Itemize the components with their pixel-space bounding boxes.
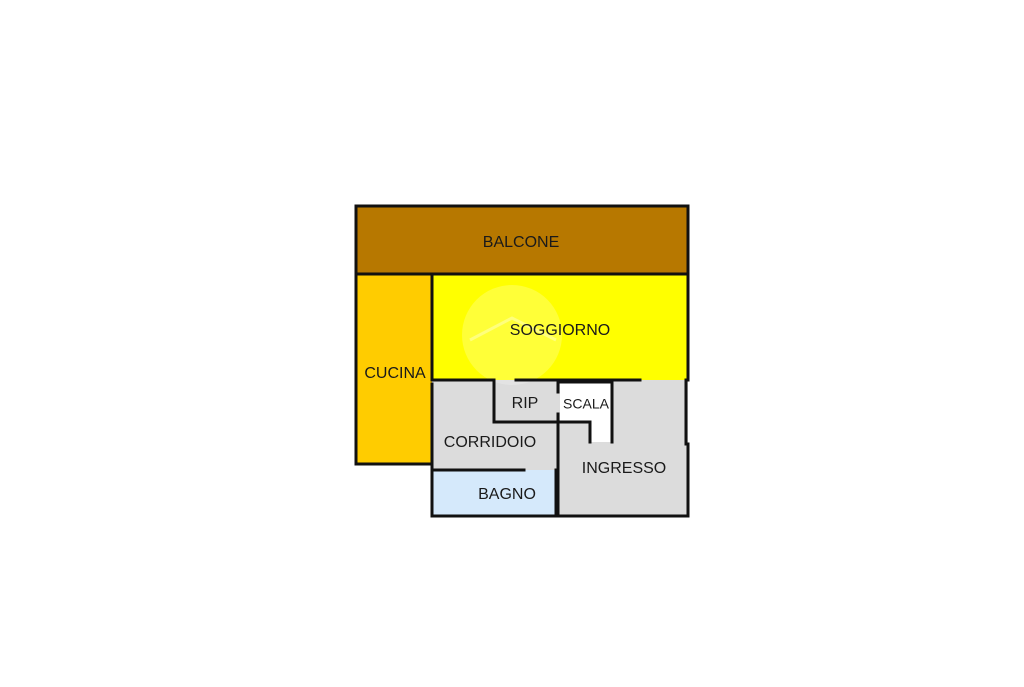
soggiorno-label: SOGGIORNO (510, 322, 610, 339)
scala-label: SCALA (563, 396, 610, 412)
watermark-logo (462, 285, 562, 385)
scala-area (560, 382, 612, 422)
watermark-house-shape (469, 316, 557, 342)
rip-label: RIP (512, 395, 539, 412)
walls (354, 204, 690, 518)
corridoio-label: CORRIDOIO (444, 434, 536, 451)
bagno-area (432, 470, 558, 516)
cucina-label: CUCINA (364, 365, 426, 382)
balcone-label: BALCONE (483, 234, 559, 251)
rip-area (494, 382, 558, 422)
cucina-area (356, 274, 432, 464)
balcone-area (356, 206, 688, 274)
ingresso-label: INGRESSO (582, 460, 666, 477)
bagno-label: BAGNO (478, 486, 536, 503)
scala-step-area (590, 420, 612, 442)
soggiorno-area (432, 274, 688, 380)
